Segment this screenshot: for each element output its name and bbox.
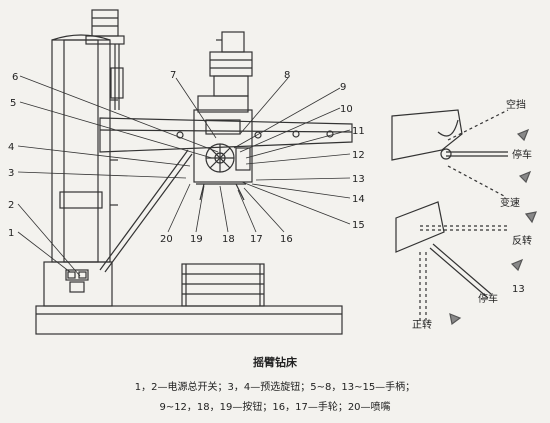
lower-forward-label: 正转 [412,318,432,331]
callout-17: 17 [250,234,263,245]
callout-15: 15 [352,220,365,231]
worktable [181,263,265,307]
callout-2: 2 [8,200,14,211]
callout-11: 11 [352,126,365,137]
callout-16: 16 [280,234,293,245]
control-labels: 空挡 停车 变速 反转 停车 13 正转 [412,98,532,331]
direction-arrows [449,128,537,326]
spindle [199,183,245,201]
power-switch [65,269,89,293]
lower-reverse-label: 反转 [512,234,532,247]
callout-12: 12 [352,150,365,161]
spindle-motor [209,31,253,97]
callout-3: 3 [8,168,14,179]
upper-idle-label: 空挡 [506,98,526,111]
callout-18: 18 [222,234,235,245]
lower-ref-label: 13 [512,284,525,295]
callout-7: 7 [170,70,176,81]
arm-strut [99,149,193,273]
upper-speed-change-label: 变速 [500,196,520,209]
caption-line-2: 9~12，18，19—按钮；16，17—手轮；20—喷嘴 [159,400,390,413]
callout-10: 10 [340,104,353,115]
callout-9: 9 [340,82,346,93]
leader-lines [17,75,351,277]
callout-14: 14 [352,194,365,205]
upper-control-panel [391,109,509,197]
callout-13: 13 [352,174,365,185]
column [51,34,118,263]
callout-6: 6 [12,72,18,83]
callout-4: 4 [8,142,14,153]
column-motor [85,9,125,45]
headstock [193,95,253,185]
upper-stop-label: 停车 [512,148,532,161]
lower-stop-label: 停车 [478,292,498,305]
figure-title: 摇臂钻床 [253,355,298,369]
lower-control-panel [395,201,508,320]
caption-line-1: 1，2—电源总开关；3，4—预选旋钮；5~8，13~15—手柄； [135,380,415,393]
callout-5: 5 [10,98,16,109]
radial-arm [99,117,353,153]
callout-labels: 1 2 3 4 5 6 7 8 9 10 11 12 13 14 15 16 1… [8,70,365,245]
callout-8: 8 [284,70,290,81]
callout-1: 1 [8,228,14,239]
callout-19: 19 [190,234,203,245]
machine-base [35,261,343,335]
lift-screw [110,44,124,110]
callout-20: 20 [160,234,173,245]
